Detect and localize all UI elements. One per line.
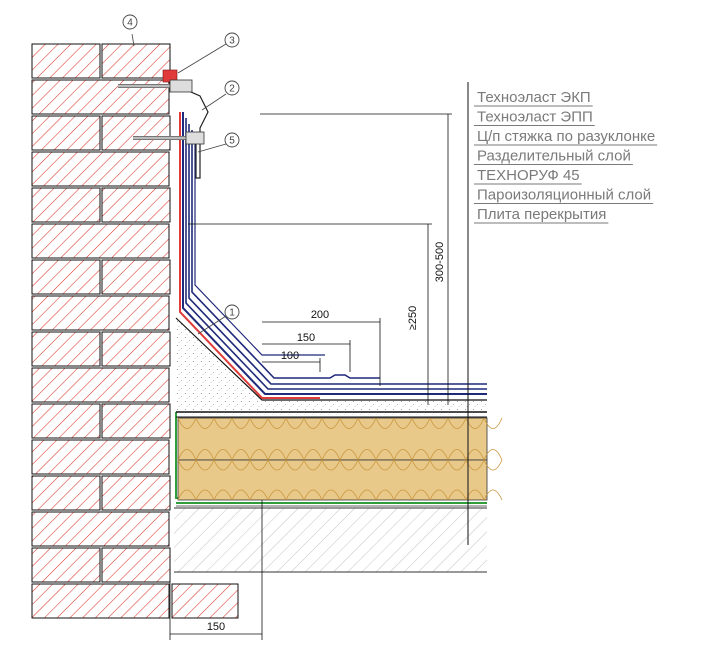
insulation-fibre (357, 459, 377, 501)
brick (31, 511, 170, 547)
insulation-fibre (303, 417, 323, 461)
svg-text:4: 4 (127, 18, 133, 29)
dim-150: 150 (297, 332, 315, 344)
brick (101, 115, 171, 151)
anchor-screw-bottom (133, 131, 205, 145)
brick (31, 295, 170, 331)
membrane-layers (179, 112, 487, 399)
dim-100: 100 (281, 350, 299, 362)
insulation-fibre (429, 417, 449, 461)
brick (31, 475, 101, 511)
brick (31, 331, 101, 367)
insulation-fibre (231, 417, 251, 461)
brick (31, 583, 170, 619)
brick (31, 547, 101, 583)
insulation-fibre (375, 459, 395, 501)
insulation-fibre (357, 417, 377, 461)
brick (101, 331, 171, 367)
insulation-fibre (483, 459, 503, 501)
layer-label: Разделительный слой (477, 148, 631, 165)
brick (101, 547, 171, 583)
callout-leaders (131, 33, 227, 335)
insulation-fibre (447, 459, 467, 501)
brick (101, 259, 171, 295)
layer-label: Пароизоляционный слой (477, 187, 651, 204)
brick (101, 403, 171, 439)
dimension-lines (169, 82, 469, 640)
dim-height-range: 300-500 (434, 242, 446, 282)
layer-label: Техноэласт ЭПП (477, 109, 593, 126)
dim-bottom-width: 150 (207, 621, 225, 633)
brick (31, 151, 170, 187)
insulation-fibre (195, 417, 215, 461)
layer-label: ТЕХНОРУФ 45 (477, 167, 580, 184)
insulation-fibre (411, 459, 431, 501)
insulation-fibre (447, 417, 467, 461)
insulation-fibre (303, 459, 323, 501)
brick-wall (31, 43, 239, 619)
insulation-fibre (375, 417, 395, 461)
brick (31, 43, 101, 79)
callout-3: 3 (224, 32, 240, 48)
svg-text:3: 3 (229, 36, 235, 47)
insulation-fibre (249, 417, 269, 461)
insulation-fibre (285, 459, 305, 501)
brick (171, 583, 239, 619)
brick (101, 187, 171, 223)
insulation-fibre (285, 417, 305, 461)
brick (101, 475, 171, 511)
brick (31, 367, 170, 403)
callout-1: 1 (224, 304, 240, 320)
callout-5: 5 (224, 132, 240, 148)
insulation-fibre (177, 459, 197, 501)
insulation-fibre (213, 417, 233, 461)
svg-text:2: 2 (229, 84, 235, 95)
svg-text:5: 5 (229, 136, 235, 147)
brick (31, 223, 170, 259)
brick (31, 403, 101, 439)
dim-200: 200 (311, 309, 329, 321)
concrete-slab (174, 507, 487, 573)
insulation-fibre (267, 417, 287, 461)
layer-label: Плита перекрытия (477, 206, 606, 223)
dimension-labels: 200 150 100 ≥250 300-500 150 (207, 242, 446, 633)
layer-label: Ц/п стяжка по разуклонке (477, 128, 655, 145)
insulation-fibre (321, 417, 341, 461)
brick (31, 115, 101, 151)
separating-layer (176, 411, 487, 418)
metal-flashing (167, 81, 209, 179)
brick (101, 43, 171, 79)
insulation-fibre (177, 417, 197, 461)
insulation-fibre (393, 417, 413, 461)
insulation-technoruf-45 (177, 417, 503, 501)
insulation-fibre (411, 417, 431, 461)
screed-slope (175, 317, 487, 410)
insulation-fibre (483, 417, 503, 461)
brick (31, 187, 101, 223)
brick (31, 439, 170, 475)
insulation-fibre (231, 459, 251, 501)
insulation-fibre (321, 459, 341, 501)
anchor-screw-top (118, 79, 193, 93)
insulation-fibre (339, 417, 359, 461)
insulation-fibre (393, 459, 413, 501)
insulation-fibre (213, 459, 233, 501)
insulation-fibre (195, 459, 215, 501)
insulation-fibre (267, 459, 287, 501)
insulation-fibre (429, 459, 449, 501)
insulation-fibre (249, 459, 269, 501)
insulation-fibre (339, 459, 359, 501)
svg-text:1: 1 (229, 308, 235, 319)
brick (31, 259, 101, 295)
callout-markers: 1 2 3 4 5 (122, 14, 240, 320)
layer-legend: Техноэласт ЭКП Техноэласт ЭПП Ц/п стяжка п… (474, 89, 658, 224)
dim-height-min: ≥250 (407, 306, 419, 330)
callout-2: 2 (224, 80, 240, 96)
layer-label: Техноэласт ЭКП (477, 89, 591, 106)
callout-4: 4 (122, 14, 138, 30)
